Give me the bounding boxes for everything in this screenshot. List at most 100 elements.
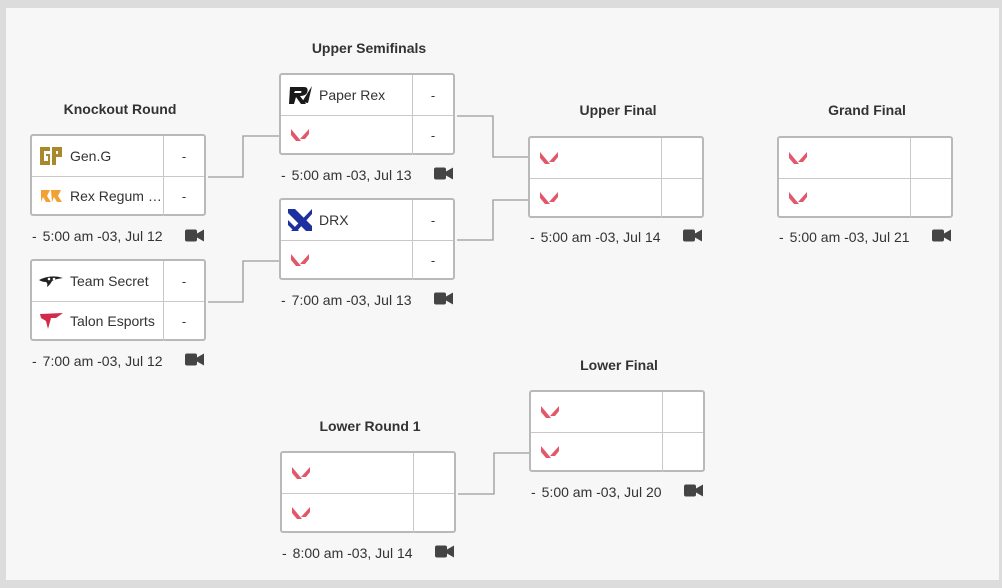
match-time: -5:00 am -03, Jul 13 — [281, 167, 412, 183]
time-dash: - — [32, 228, 37, 244]
round-title-lower-final: Lower Final — [580, 357, 658, 373]
match-upper-final[interactable] — [528, 136, 704, 218]
valorant-logo-icon — [785, 186, 811, 210]
team-score — [413, 453, 454, 493]
valorant-logo-icon — [537, 400, 563, 424]
time-dash: - — [281, 292, 286, 308]
team-secret-logo-icon — [38, 269, 64, 293]
team-score — [661, 138, 702, 178]
match-knockout-2[interactable]: Team Secret - Talon Esports - — [30, 259, 206, 341]
round-title-knockout: Knockout Round — [63, 101, 177, 117]
team-name: Rex Regum Q... — [70, 188, 164, 204]
team-row[interactable]: Talon Esports - — [32, 301, 204, 341]
match-time-text: 7:00 am -03, Jul 12 — [42, 353, 163, 369]
team-score: - — [412, 240, 453, 280]
team-score: - — [412, 75, 453, 115]
video-camera-icon[interactable] — [185, 229, 204, 242]
team-row[interactable] — [282, 453, 454, 494]
match-knockout-1[interactable]: Gen.G - Rex Regum Q... - — [30, 134, 206, 216]
match-time: -7:00 am -03, Jul 13 — [281, 292, 412, 308]
valorant-logo-icon — [536, 146, 562, 170]
team-row[interactable]: - — [281, 115, 453, 155]
team-score — [661, 178, 702, 218]
team-row[interactable] — [530, 178, 702, 218]
video-camera-icon[interactable] — [683, 229, 702, 242]
team-score — [910, 178, 951, 218]
team-row[interactable]: Paper Rex - — [281, 75, 453, 116]
valorant-logo-icon — [536, 186, 562, 210]
time-dash: - — [779, 229, 784, 245]
match-lower-final[interactable] — [529, 390, 705, 472]
team-score — [413, 493, 454, 533]
video-camera-icon[interactable] — [932, 229, 951, 242]
match-lower-round-1[interactable] — [280, 451, 456, 533]
team-score — [662, 432, 703, 472]
match-time-text: 8:00 am -03, Jul 14 — [292, 545, 413, 561]
match-time: -8:00 am -03, Jul 14 — [282, 545, 413, 561]
match-time: -5:00 am -03, Jul 12 — [32, 228, 163, 244]
video-camera-icon[interactable] — [434, 292, 453, 305]
video-camera-icon[interactable] — [185, 353, 204, 366]
match-time-text: 5:00 am -03, Jul 21 — [789, 229, 910, 245]
team-score: - — [412, 115, 453, 155]
valorant-logo-icon — [287, 123, 313, 147]
time-dash: - — [282, 545, 287, 561]
valorant-logo-icon — [785, 146, 811, 170]
paper-rex-logo-icon — [287, 83, 313, 107]
team-row[interactable]: - — [281, 240, 453, 280]
valorant-logo-icon — [288, 461, 314, 485]
team-score — [910, 138, 951, 178]
gen-g-logo-icon — [38, 144, 64, 168]
valorant-logo-icon — [288, 501, 314, 525]
match-time-text: 5:00 am -03, Jul 12 — [42, 228, 163, 244]
team-name: DRX — [319, 212, 349, 228]
video-camera-icon[interactable] — [684, 484, 703, 497]
team-name: Team Secret — [70, 273, 149, 289]
video-camera-icon[interactable] — [434, 167, 453, 180]
time-dash: - — [531, 484, 536, 500]
round-title-upper-semifinals: Upper Semifinals — [311, 40, 427, 56]
team-name: Talon Esports — [70, 313, 155, 329]
match-grand-final[interactable] — [777, 136, 953, 218]
valorant-logo-icon — [537, 440, 563, 464]
time-dash: - — [32, 353, 37, 369]
match-upper-semifinal-2[interactable]: DRX - - — [279, 198, 455, 280]
team-row[interactable]: Team Secret - — [32, 261, 204, 302]
round-title-upper-final: Upper Final — [579, 102, 657, 118]
match-time-text: 5:00 am -03, Jul 13 — [291, 167, 412, 183]
match-time: -5:00 am -03, Jul 14 — [530, 229, 661, 245]
team-row[interactable] — [531, 392, 703, 433]
match-time: -5:00 am -03, Jul 20 — [531, 484, 662, 500]
round-title-grand-final: Grand Final — [828, 102, 906, 118]
team-row[interactable]: Rex Regum Q... - — [32, 176, 204, 216]
team-row[interactable]: Gen.G - — [32, 136, 204, 177]
team-score: - — [412, 200, 453, 240]
drx-logo-icon — [287, 208, 313, 232]
valorant-logo-icon — [287, 248, 313, 272]
match-time: -5:00 am -03, Jul 21 — [779, 229, 910, 245]
video-camera-icon[interactable] — [435, 545, 454, 558]
team-score — [662, 392, 703, 432]
match-upper-semifinal-1[interactable]: Paper Rex - - — [279, 73, 455, 155]
time-dash: - — [281, 167, 286, 183]
match-time-text: 5:00 am -03, Jul 14 — [540, 229, 661, 245]
round-title-lower-round-1: Lower Round 1 — [319, 418, 421, 434]
team-score: - — [163, 136, 204, 176]
team-row[interactable] — [779, 178, 951, 218]
team-score: - — [163, 176, 204, 216]
team-name: Paper Rex — [319, 87, 386, 103]
team-name: Gen.G — [70, 148, 112, 164]
talon-esports-logo-icon — [38, 309, 64, 333]
team-score: - — [163, 261, 204, 301]
team-row[interactable]: DRX - — [281, 200, 453, 241]
rex-regum-qeon-logo-icon — [38, 184, 64, 208]
team-score: - — [163, 301, 204, 341]
team-row[interactable] — [779, 138, 951, 179]
team-row[interactable] — [530, 138, 702, 179]
time-dash: - — [530, 229, 535, 245]
match-time-text: 5:00 am -03, Jul 20 — [541, 484, 662, 500]
team-row[interactable] — [531, 432, 703, 472]
match-time: -7:00 am -03, Jul 12 — [32, 353, 163, 369]
team-row[interactable] — [282, 493, 454, 533]
match-time-text: 7:00 am -03, Jul 13 — [291, 292, 412, 308]
